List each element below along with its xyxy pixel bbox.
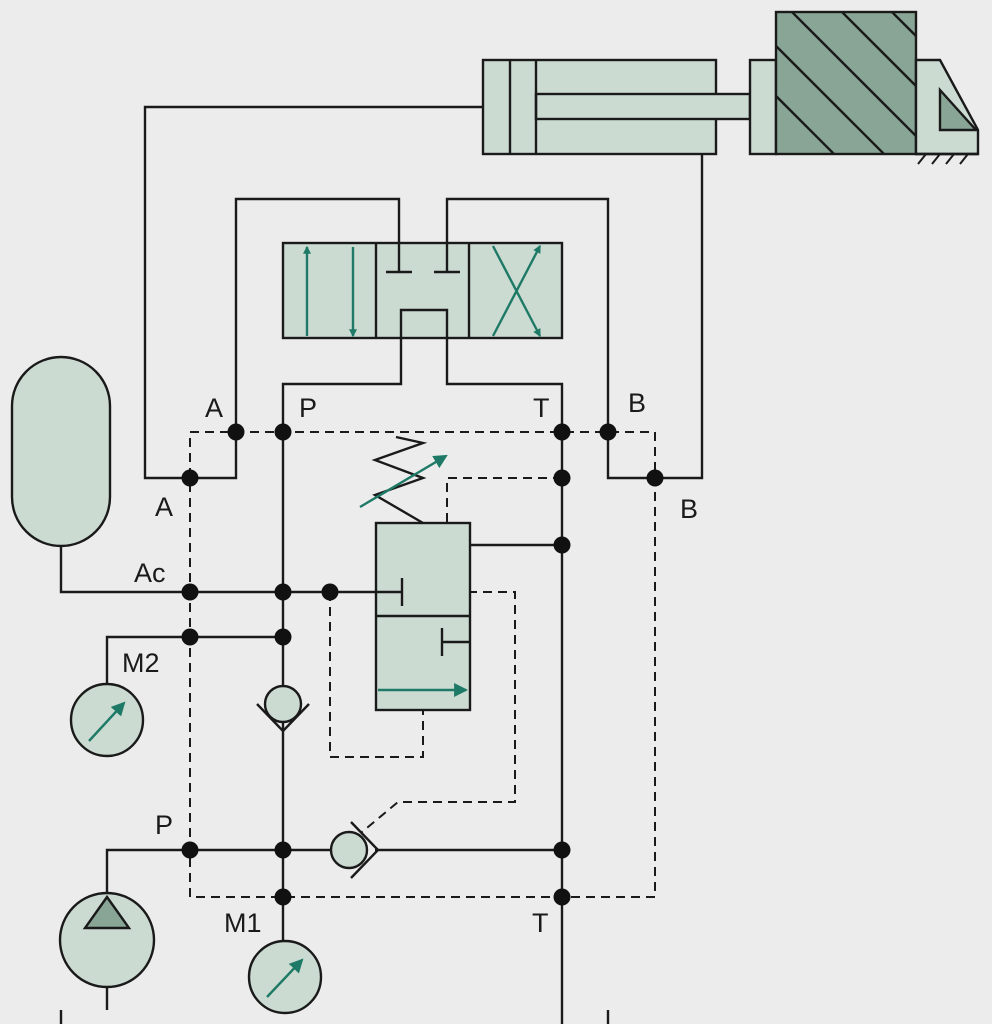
accumulator (10, 355, 112, 548)
pilot-check-valve (329, 821, 380, 879)
valve-port-t-label: T (533, 393, 550, 423)
load-mass (774, 10, 980, 165)
pilot-lines (329, 477, 562, 833)
valve-port-b-label: B (628, 388, 646, 418)
gauge-m1-label: M1 (224, 908, 262, 938)
check-valve (256, 684, 310, 733)
tank-port-t-label: T (532, 908, 549, 938)
valve-port-p-label: P (299, 393, 317, 423)
gauge-m2-label: M2 (122, 648, 160, 678)
pressure-reducing-valve (359, 435, 472, 712)
directional-control-valve (281, 241, 564, 340)
pressure-gauge-m1 (247, 939, 323, 1015)
hydraulic-cylinder (481, 58, 778, 156)
port-b-label: B (680, 494, 698, 524)
pump-port-p-label: P (155, 810, 173, 840)
control-block-boundary (189, 431, 656, 898)
port-a-label: A (155, 492, 173, 522)
junction-dots (181, 423, 664, 906)
hydraulic-pump (58, 891, 156, 989)
accumulator-label: Ac (134, 558, 166, 588)
pressure-gauge-m2 (69, 682, 145, 758)
valve-port-a-label: A (205, 393, 223, 423)
